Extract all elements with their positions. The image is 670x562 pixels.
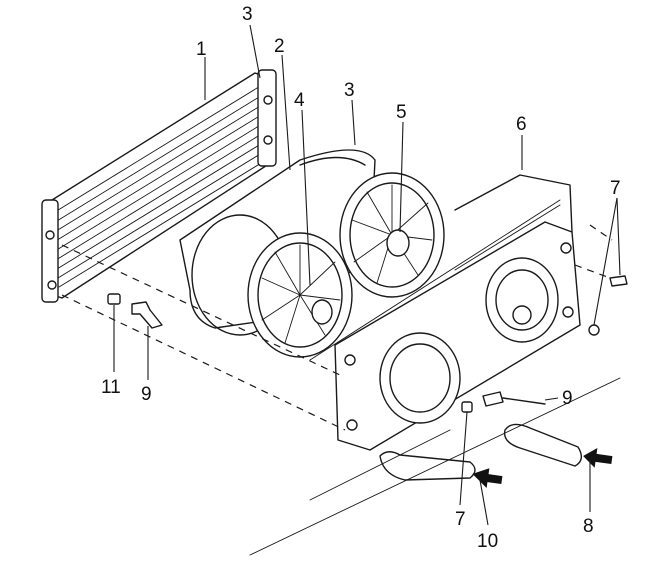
nut-part-7-upper: [588, 324, 600, 336]
radiator: [41, 69, 277, 303]
fan-frame-housing: [309, 174, 581, 451]
callout-2: 2: [274, 36, 285, 57]
callout-10: 10: [477, 531, 498, 552]
callout-4: 4: [294, 90, 305, 111]
callout-8: 8: [583, 516, 594, 537]
nut-part-7-lower: [461, 401, 473, 413]
fan-left: [247, 232, 353, 358]
hose-part-8: [503, 423, 583, 467]
switch-part-11: [107, 293, 121, 305]
callout-1: 1: [196, 39, 207, 60]
callout-3-shroud: 3: [344, 80, 355, 101]
flow-arrow-out: [472, 468, 503, 489]
callout-7-bottom: 7: [455, 509, 466, 530]
base-line-b: [249, 377, 621, 556]
bolt-part-7: [609, 275, 628, 287]
callout-3-top: 3: [242, 4, 253, 25]
connector-part-9-left: [131, 301, 163, 329]
callout-6: 6: [516, 114, 527, 135]
callout-9-right: 9: [562, 388, 573, 409]
alignment-lines: [61, 224, 613, 431]
callout-7-right: 7: [610, 178, 621, 199]
radiator-right-tank: [257, 69, 277, 167]
flow-arrow-in: [583, 447, 613, 468]
callout-labels: 1 2 3 3 4 5 6 7 7 8 9 9 10 11: [101, 4, 621, 552]
hoses: [379, 423, 613, 489]
radiator-left-tank: [41, 199, 59, 303]
fan-right: [339, 172, 445, 298]
callout-11: 11: [101, 377, 121, 398]
callout-9-left: 9: [141, 384, 152, 405]
callout-5: 5: [396, 102, 407, 123]
base-line-a: [309, 429, 451, 501]
hose-part-10: [379, 451, 476, 481]
leader-lines: [113, 24, 621, 526]
connector-part-9-right: [482, 391, 504, 407]
